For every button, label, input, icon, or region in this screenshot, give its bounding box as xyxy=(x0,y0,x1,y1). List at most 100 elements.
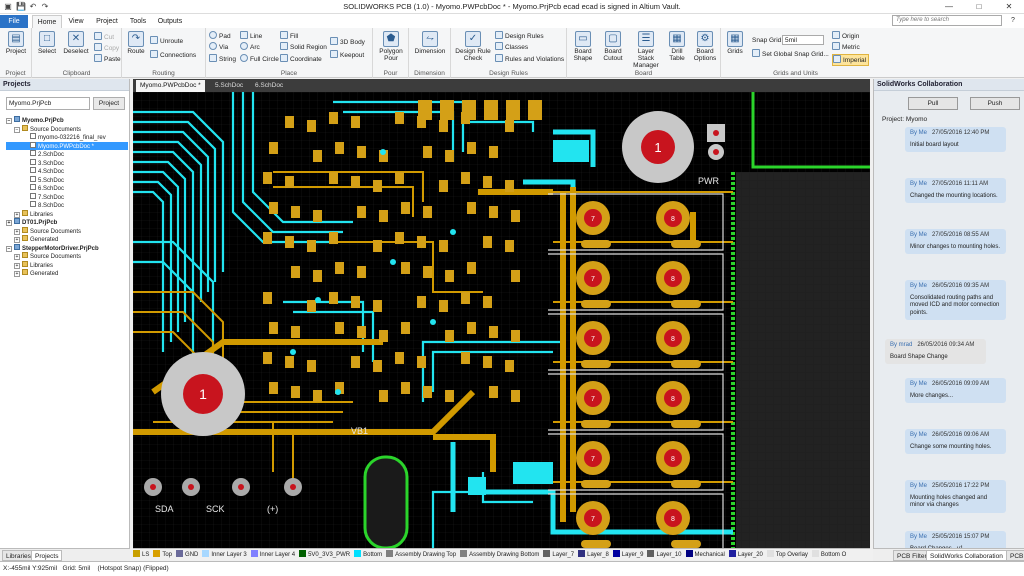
tree-item[interactable]: 6.SchDoc xyxy=(6,184,128,193)
board-cutout-button[interactable]: ▢Board Cutout xyxy=(599,31,627,62)
save-icon[interactable]: 💾 xyxy=(16,2,26,11)
string-button[interactable]: String xyxy=(209,54,236,64)
expand-toggle-icon[interactable]: + xyxy=(14,254,20,260)
minimize-button[interactable]: — xyxy=(945,2,953,11)
fill-button[interactable]: Fill xyxy=(280,31,298,41)
layer-tab[interactable]: GND xyxy=(176,549,198,561)
pad-button[interactable]: Pad xyxy=(209,31,231,41)
tree-item[interactable]: Myomo.PWPcbDoc * xyxy=(6,141,128,150)
origin-button[interactable]: Origin xyxy=(832,31,859,41)
tree-item[interactable]: +Libraries xyxy=(6,260,128,270)
search-input[interactable]: Type here to search xyxy=(892,15,1002,26)
tree-item[interactable]: +Source Documents xyxy=(6,252,128,261)
tree-item[interactable]: +DT01.PrjPcb xyxy=(6,218,128,227)
layer-tab[interactable]: LS xyxy=(133,549,149,561)
route-button[interactable]: ↷Route xyxy=(124,31,148,55)
layer-tab[interactable]: Layer_9 xyxy=(612,549,643,561)
layer-stack-manager-button[interactable]: ☰Layer Stack Manager xyxy=(629,31,663,69)
layer-tab[interactable]: Layer_8 xyxy=(578,549,609,561)
layer-tab[interactable]: Assembly Drawing Top xyxy=(386,549,456,561)
expand-toggle-icon[interactable]: − xyxy=(6,118,12,124)
tree-item[interactable]: −StepperMotorDriver.PrjPcb xyxy=(6,243,128,253)
tree-item[interactable]: 5.SchDoc xyxy=(6,175,128,185)
tab-solidworks-collaboration[interactable]: SolidWorks Collaboration xyxy=(926,550,1007,561)
tab-file[interactable]: File xyxy=(0,15,28,28)
dimension-button[interactable]: ⥊Dimension xyxy=(412,31,448,55)
layer-tab[interactable]: Bottom xyxy=(354,549,382,561)
tree-item[interactable]: 7.SchDoc xyxy=(6,192,128,202)
tree-item[interactable]: +Generated xyxy=(6,235,128,244)
layer-tab[interactable]: Bottom O xyxy=(811,549,846,561)
design-rules-button[interactable]: Design Rules xyxy=(495,31,544,41)
tree-item[interactable]: +Source Documents xyxy=(6,226,128,236)
project-button[interactable]: ▤Project xyxy=(2,31,30,55)
grids-button[interactable]: ▦Grids xyxy=(723,31,747,55)
polygon-pour-button[interactable]: ⬟Polygon Pour xyxy=(375,31,407,62)
pull-button[interactable]: Pull xyxy=(908,97,958,110)
tree-item[interactable]: +Libraries xyxy=(6,209,128,219)
layer-tab[interactable]: Top Overlay xyxy=(766,549,808,561)
via-button[interactable]: Via xyxy=(209,42,228,52)
layer-tab[interactable]: Layer_20 xyxy=(728,549,763,561)
rules-violations-button[interactable]: Rules and Violations xyxy=(495,54,564,64)
tab-projects[interactable]: Projects xyxy=(31,550,63,561)
expand-toggle-icon[interactable]: + xyxy=(14,211,20,218)
design-rule-check-button[interactable]: ✓Design Rule Check xyxy=(453,31,493,62)
expand-toggle-icon[interactable]: + xyxy=(14,271,20,277)
tree-item[interactable]: −Myomo.PrjPcb xyxy=(6,116,128,125)
tab-project[interactable]: Project xyxy=(96,18,118,25)
project-menu-button[interactable]: Project xyxy=(93,97,125,110)
tree-item[interactable]: 8.SchDoc xyxy=(6,201,128,210)
coordinate-button[interactable]: Coordinate xyxy=(280,54,322,64)
imperial-button[interactable]: Imperial xyxy=(832,54,870,66)
expand-toggle-icon[interactable]: − xyxy=(6,245,12,252)
copy-button[interactable]: Copy xyxy=(94,43,119,53)
workspace-select[interactable]: Myomo.PrjPcb xyxy=(6,97,90,110)
unroute-button[interactable]: Unroute xyxy=(150,36,183,46)
redo-icon[interactable]: ↷ xyxy=(41,2,49,11)
layer-tab[interactable]: Mechanical xyxy=(685,549,725,561)
layer-tab[interactable]: Assembly Drawing Bottom xyxy=(460,549,539,561)
board-shape-button[interactable]: ▭Board Shape xyxy=(569,31,597,62)
tab-view[interactable]: View xyxy=(68,18,84,25)
tree-item[interactable]: 3.SchDoc xyxy=(6,158,128,168)
tree-item[interactable]: 4.SchDoc xyxy=(6,167,128,176)
tab-pcb[interactable]: PCB xyxy=(1006,550,1024,561)
tree-item[interactable]: +Generated xyxy=(6,269,128,278)
connections-button[interactable]: Connections xyxy=(150,50,196,60)
set-global-snap-button[interactable]: Set Global Snap Grid... xyxy=(752,49,829,59)
tab-pcb-filter[interactable]: PCB Filter xyxy=(893,550,931,561)
paste-button[interactable]: Paste xyxy=(94,54,121,64)
snap-grid-select[interactable]: 5mil xyxy=(782,35,824,45)
tab-tools[interactable]: Tools xyxy=(129,18,147,25)
layer-tab[interactable]: Inner Layer 4 xyxy=(250,549,295,561)
layer-tab[interactable]: Layer_10 xyxy=(647,549,682,561)
metric-button[interactable]: Metric xyxy=(832,42,860,52)
line-button[interactable]: Line xyxy=(240,31,262,41)
cut-button[interactable]: Cut xyxy=(94,32,114,42)
layer-tab[interactable]: Inner Layer 3 xyxy=(202,549,247,561)
tree-item[interactable]: 2.SchDoc xyxy=(6,150,128,159)
undo-icon[interactable]: ↶ xyxy=(29,2,37,11)
expand-toggle-icon[interactable]: + xyxy=(14,237,20,243)
help-icon[interactable]: ? xyxy=(1011,17,1015,24)
doc-tab-5-schdoc[interactable]: 5.SchDoc xyxy=(215,82,244,89)
3d-body-button[interactable]: 3D Body xyxy=(330,37,365,47)
keepout-button[interactable]: Keepout xyxy=(330,50,364,60)
deselect-button[interactable]: ✕Deselect xyxy=(62,31,90,55)
arc-button[interactable]: Arc xyxy=(240,42,260,52)
board-options-button[interactable]: ⚙Board Options xyxy=(691,31,719,62)
maximize-button[interactable]: □ xyxy=(976,2,982,11)
tree-item[interactable]: myomo-032216_final_rev xyxy=(6,133,128,142)
expand-toggle-icon[interactable]: − xyxy=(14,126,20,133)
layer-tab[interactable]: Layer_7 xyxy=(543,549,574,561)
tree-item[interactable]: −Source Documents xyxy=(6,124,128,134)
